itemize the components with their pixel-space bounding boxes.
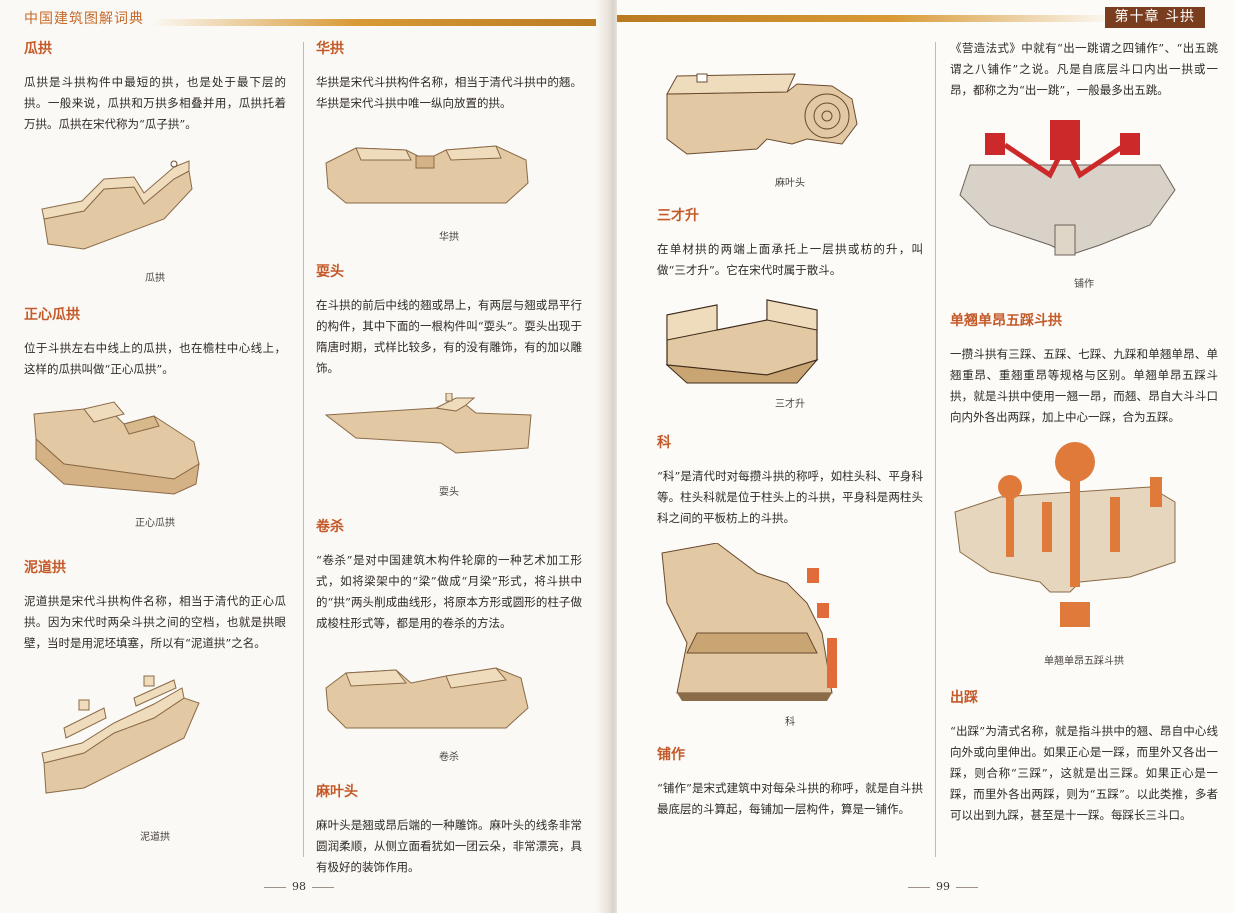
figure-caption: 铺作 xyxy=(1074,279,1094,290)
figure-caption: 正心瓜拱 xyxy=(135,518,175,529)
entry-text: 麻叶头是翘或昂后端的一种雕饰。麻叶头的线条非常圆润柔顺，从侧立面看犹如一团云朵，… xyxy=(316,818,582,874)
wooden-bracket-illustration xyxy=(33,401,200,495)
page-number: 98 xyxy=(258,880,340,893)
entry-title: 耍头 xyxy=(316,264,344,280)
figure-caption: 三才升 xyxy=(775,399,805,410)
left-col-1: 瓜拱 瓜拱是斗拱构件中最短的拱，也是处于最下层的拱。一般来说，瓜拱和万拱多相叠并… xyxy=(24,38,286,843)
entry-title: 三才升 xyxy=(657,208,699,224)
entry: 麻叶头 麻叶头是翘或昂后端的一种雕饰。麻叶头的线条非常圆润柔顺，从侧立面看犹如一… xyxy=(316,781,582,878)
entry: 泥道拱 泥道拱是宋代斗拱构件名称，相当于清代的正心瓜拱。因为宋代时两朵斗拱之间的… xyxy=(24,557,286,843)
entry-title: 铺作 xyxy=(657,747,685,763)
entry: 耍头 在斗拱的前后中线的翘或昂上，有两层与翘或昂平行的构件，其中下面的一根构件叫… xyxy=(316,261,582,498)
figure-caption: 耍头 xyxy=(439,487,459,498)
entry-title: 出踩 xyxy=(950,690,978,706)
entry-title: 卷杀 xyxy=(316,519,344,535)
cloud-carved-beam-illustration xyxy=(666,73,858,155)
entry: 三才升 在单材拱的两端上面承托上一层拱或枋的升，叫做“三才升”。它在宋代时属于散… xyxy=(657,205,923,410)
right-col-1: 麻叶头 三才升 在单材拱的两端上面承托上一层拱或枋的升，叫做“三才升”。它在宋代… xyxy=(657,38,923,828)
right-page: 第十章 斗拱 麻叶头 三才升 在单材拱的两端上面承托上一层拱或枋的升，叫做“三才… xyxy=(617,0,1235,913)
entry: 麻叶头 xyxy=(657,38,923,189)
left-header: 中国建筑图解词典 xyxy=(0,0,606,30)
wooden-bracket-illustration xyxy=(325,667,529,729)
entry-title: 麻叶头 xyxy=(316,784,358,800)
bracket-set-illustration xyxy=(661,542,837,701)
wooden-bracket-illustration xyxy=(324,392,532,454)
entry: 《营造法式》中就有“出一跳谓之四铺作”、“出五跳谓之八铺作”之说。凡是自底层斗口… xyxy=(950,38,1218,290)
figure-caption: 瓜拱 xyxy=(145,273,165,284)
wooden-bracket-illustration xyxy=(325,145,529,204)
figure-caption: 卷杀 xyxy=(439,752,459,763)
entry-text: 位于斗拱左右中线上的瓜拱，也在檐柱中心线上，这样的瓜拱叫做“正心瓜拱”。 xyxy=(24,341,286,376)
figure-caption: 麻叶头 xyxy=(775,178,805,189)
bracket-set-illustration xyxy=(959,120,1176,256)
figure-caption: 华拱 xyxy=(439,232,459,243)
entry-text: 一攒斗拱有三踩、五踩、七踩、九踩和单翘单昂、单翘重昂、重翘重昂等规格与区别。单翘… xyxy=(950,347,1218,424)
column-divider xyxy=(935,42,936,857)
entry-text: 华拱是宋代斗拱构件名称，相当于清代斗拱中的翘。华拱是宋代斗拱中唯一纵向放置的拱。 xyxy=(316,75,582,110)
chapter-label: 第十章 斗拱 xyxy=(1104,7,1205,28)
entry: 科 “科”是清代时对每攒斗拱的称呼，如柱头科、平身科等。柱头科就是位于柱头上的斗… xyxy=(657,432,923,728)
entry: 瓜拱 瓜拱是斗拱构件中最短的拱，也是处于最下层的拱。一般来说，瓜拱和万拱多相叠并… xyxy=(24,38,286,284)
entry-text: 在单材拱的两端上面承托上一层拱或枋的升，叫做“三才升”。它在宋代时属于散斗。 xyxy=(657,242,923,277)
entry-title: 泥道拱 xyxy=(24,560,66,576)
wooden-bracket-illustration xyxy=(41,160,193,250)
entry-title: 华拱 xyxy=(316,41,344,57)
entry-text: “科”是清代时对每攒斗拱的称呼，如柱头科、平身科等。柱头科就是位于柱头上的斗拱，… xyxy=(657,469,923,525)
left-page: 中国建筑图解词典 瓜拱 瓜拱是斗拱构件中最短的拱，也是处于最下层的拱。一般来说，… xyxy=(0,0,606,913)
page-number: 99 xyxy=(902,880,984,893)
entry-title: 正心瓜拱 xyxy=(24,307,80,323)
entry: 出踩 “出踩”为清式名称，就是指斗拱中的翘、昂自中心线向外或向里伸出。如果正心是… xyxy=(950,687,1218,826)
entry-text: “铺作”是宋式建筑中对每朵斗拱的称呼，就是自斗拱最底层的斗算起，每铺加一层构件，… xyxy=(657,781,923,816)
entry-title: 科 xyxy=(657,435,671,451)
entry-text: 《营造法式》中就有“出一跳谓之四铺作”、“出五跳谓之八铺作”之说。凡是自底层斗口… xyxy=(950,41,1218,97)
entry-title: 瓜拱 xyxy=(24,41,52,57)
entry-text: 在斗拱的前后中线的翘或昂上，有两层与翘或昂平行的构件，其中下面的一根构件叫“耍头… xyxy=(316,298,582,375)
entry: 单翘单昂五踩斗拱 一攒斗拱有三踩、五踩、七踩、九踩和单翘单昂、单翘重昂、重翘重昂… xyxy=(950,310,1218,667)
figure-caption: 泥道拱 xyxy=(140,832,170,843)
header-band xyxy=(150,19,606,26)
left-col-2: 华拱 华拱是宋代斗拱构件名称，相当于清代斗拱中的翘。华拱是宋代斗拱中唯一纵向放置… xyxy=(316,38,582,886)
entry: 卷杀 “卷杀”是对中国建筑木构件轮廓的一种艺术加工形式，如将梁架中的“梁”做成“… xyxy=(316,516,582,763)
figure-caption: 单翘单昂五踩斗拱 xyxy=(1044,656,1124,667)
bracket-section-illustration xyxy=(954,442,1176,627)
entry-text: “出踩”为清式名称，就是指斗拱中的翘、昂自中心线向外或向里伸出。如果正心是一踩，… xyxy=(950,724,1218,822)
book-title: 中国建筑图解词典 xyxy=(24,11,144,27)
entry-text: 泥道拱是宋代斗拱构件名称，相当于清代的正心瓜拱。因为宋代时两朵斗拱之间的空档，也… xyxy=(24,594,286,650)
entry: 华拱 华拱是宋代斗拱构件名称，相当于清代斗拱中的翘。华拱是宋代斗拱中唯一纵向放置… xyxy=(316,38,582,243)
header-band xyxy=(617,15,1117,22)
wooden-bracket-illustration xyxy=(41,675,200,794)
entry-title: 单翘单昂五踩斗拱 xyxy=(950,313,1062,329)
wooden-block-illustration xyxy=(665,299,819,384)
figure-caption: 科 xyxy=(785,717,795,728)
entry-text: 瓜拱是斗拱构件中最短的拱，也是处于最下层的拱。一般来说，瓜拱和万拱多相叠并用，瓜… xyxy=(24,75,286,131)
right-col-2: 《营造法式》中就有“出一跳谓之四铺作”、“出五跳谓之八铺作”之说。凡是自底层斗口… xyxy=(950,38,1218,834)
entry: 正心瓜拱 位于斗拱左右中线上的瓜拱，也在檐柱中心线上，这样的瓜拱叫做“正心瓜拱”… xyxy=(24,304,286,529)
entry-text: “卷杀”是对中国建筑木构件轮廓的一种艺术加工形式，如将梁架中的“梁”做成“月梁”… xyxy=(316,553,582,630)
right-header: 第十章 斗拱 xyxy=(617,0,1235,30)
entry: 铺作 “铺作”是宋式建筑中对每朵斗拱的称呼，就是自斗拱最底层的斗算起，每铺加一层… xyxy=(657,744,923,820)
column-divider xyxy=(303,42,304,857)
